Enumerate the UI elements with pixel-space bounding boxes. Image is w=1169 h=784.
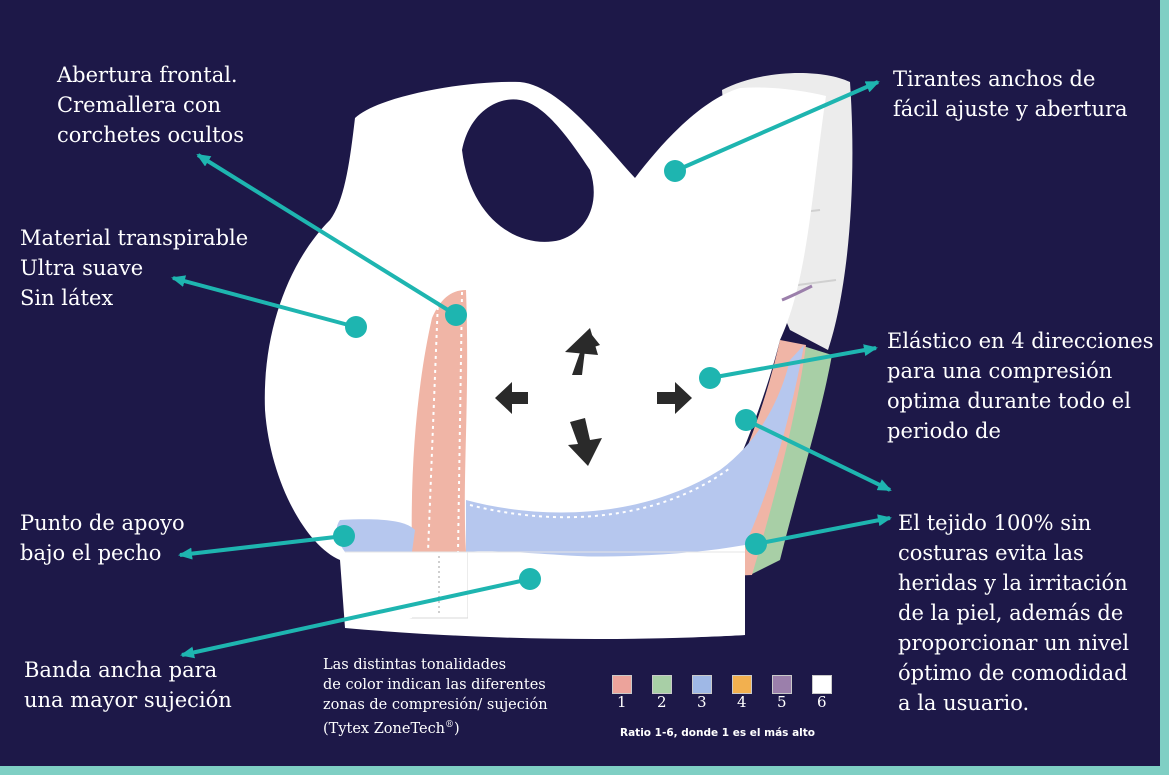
arrow-band bbox=[180, 577, 531, 659]
label-front-opening: Abertura frontal. Cremallera con corchet… bbox=[57, 63, 244, 147]
legend-note-trademark: ® bbox=[445, 720, 455, 730]
legend-swatch-number-3: 3 bbox=[697, 693, 707, 711]
callout-dots bbox=[333, 160, 767, 590]
legend-swatch-number-1: 1 bbox=[617, 693, 627, 711]
arrow-seamless-upper bbox=[745, 418, 892, 492]
legend-note: Las distintas tonalidades de color indic… bbox=[323, 655, 548, 739]
legend-swatch-number-4: 4 bbox=[737, 693, 747, 711]
legend-note-end: ) bbox=[454, 720, 460, 737]
side-panel-green bbox=[750, 345, 832, 575]
four-direction-arrows-icon bbox=[495, 328, 692, 466]
label-band: Banda ancha para una mayor sujeción bbox=[24, 658, 232, 712]
legend-swatch-6 bbox=[812, 675, 832, 694]
legend-swatch-number-5: 5 bbox=[777, 693, 787, 711]
legend-swatch-4 bbox=[732, 675, 752, 694]
arrow-material bbox=[171, 275, 357, 329]
legend-ratio: Ratio 1-6, donde 1 es el más alto bbox=[620, 727, 815, 739]
legend-swatch-2 bbox=[652, 675, 672, 694]
arrow-seamless-lower bbox=[755, 514, 892, 546]
teal-border-right bbox=[1160, 0, 1169, 784]
teal-border-bottom bbox=[0, 766, 1169, 784]
arrow-straps bbox=[674, 80, 880, 173]
label-support-point: Punto de apoyo bajo el pecho bbox=[20, 511, 185, 565]
legend-swatch-5 bbox=[772, 675, 792, 694]
arrow-support-point bbox=[178, 534, 345, 560]
legend-swatch-1 bbox=[612, 675, 632, 694]
legend-swatch-number-2: 2 bbox=[657, 693, 667, 711]
label-elastic: Elástico en 4 direcciones para una compr… bbox=[887, 329, 1154, 443]
strap-opening bbox=[462, 99, 594, 242]
legend-swatch-number-6: 6 bbox=[817, 693, 827, 711]
seam-mark bbox=[781, 284, 813, 302]
legend-swatch-3 bbox=[692, 675, 712, 694]
front-zipper-zone bbox=[411, 290, 468, 552]
label-material: Material transpirable Ultra suave Sin lá… bbox=[20, 226, 249, 310]
arrow-front-opening bbox=[196, 153, 458, 317]
underbust-zone bbox=[336, 519, 415, 552]
callout-arrows bbox=[171, 80, 892, 659]
label-straps: Tirantes anchos de fácil ajuste y abertu… bbox=[893, 67, 1128, 121]
underbust-zone-right bbox=[466, 345, 804, 558]
arrow-elastic bbox=[709, 344, 878, 380]
legend-note-text: Las distintas tonalidades de color indic… bbox=[323, 657, 548, 737]
label-seamless: El tejido 100% sin costuras evita las he… bbox=[898, 511, 1130, 715]
